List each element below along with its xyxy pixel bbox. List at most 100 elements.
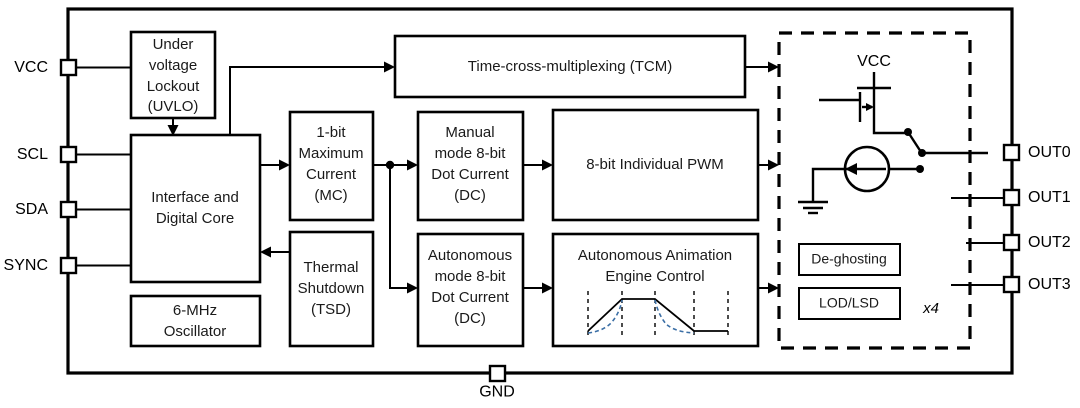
arrow-tsd-to-core (260, 246, 290, 258)
block-manual-dot-current: Manual mode 8-bit Dot Current (DC) (416, 110, 525, 222)
pin-label-gnd: GND (479, 383, 515, 400)
block-manualdc-line-1: mode 8-bit (435, 145, 507, 162)
arrow-animation-to-output (758, 282, 779, 294)
arrow-anim-out-head (768, 282, 779, 294)
arrow-tsd-core-head (260, 246, 271, 258)
wire-core-tcm-path (229, 66, 384, 135)
current-source-right-node (916, 165, 924, 173)
pin-square-out1 (1002, 188, 1021, 207)
block-uvlo-line-3: (UVLO) (148, 98, 199, 115)
pin-square-gnd (488, 364, 507, 383)
arrow-manualdc-in-head (407, 159, 418, 171)
pin-label-vcc: VCC (14, 59, 48, 76)
pin-out1: OUT1 (951, 188, 1071, 207)
pin-square-out3 (1002, 275, 1021, 294)
pin-sda: SDA (15, 200, 131, 219)
pin-label-out1: OUT1 (1028, 189, 1071, 206)
block-animation-line-0: Autonomous Animation (578, 247, 732, 264)
arrow-uvlo-to-core (167, 118, 179, 136)
block-oscillator: 6-MHz Oscillator (129, 294, 262, 348)
block-pwm-rect (551, 108, 760, 222)
block-interface-line-0: Interface and (151, 189, 239, 206)
current-source-arrow-head (845, 163, 857, 175)
output-stage-vcc-label: VCC (857, 53, 891, 70)
mosfet-source-lead (872, 121, 905, 135)
block-autonomous-dot-current: Autonomous mode 8-bit Dot Current (DC) (416, 232, 525, 348)
pin-gnd: GND (479, 364, 515, 400)
pin-scl: SCL (17, 145, 131, 163)
block-max-current: 1-bit Maximum Current (MC) (288, 110, 375, 222)
arrow-autodc-in-head (407, 282, 418, 294)
arrow-pwm-to-output (758, 159, 779, 171)
block-oscillator-rect (129, 294, 262, 348)
pin-square-sda (59, 200, 78, 219)
pin-label-out0: OUT0 (1028, 144, 1071, 161)
pin-out0: OUT0 (970, 143, 1071, 162)
block-interface-rect (129, 133, 262, 284)
block-tsd-line-2: (TSD) (311, 301, 351, 318)
block-deghosting-label: De-ghosting (811, 251, 887, 267)
block-manualdc-line-0: Manual (445, 124, 494, 141)
pin-out2: OUT2 (966, 233, 1071, 252)
pin-square-vcc (59, 58, 78, 77)
pin-label-scl: SCL (17, 146, 48, 163)
pin-out3: OUT3 (951, 275, 1071, 294)
arrow-pwm-out-head (768, 159, 779, 171)
block-individual-pwm: 8-bit Individual PWM (551, 108, 760, 222)
current-source-ground-lead (811, 167, 845, 202)
wire-mc-down-branch (389, 165, 407, 289)
pin-square-sync (59, 256, 78, 275)
arrow-manualdc-pwm-head (542, 159, 553, 171)
block-lod-lsd-label: LOD/LSD (819, 295, 879, 311)
block-uvlo-line-1: voltage (149, 57, 197, 74)
block-tsd-line-1: Shutdown (298, 280, 365, 297)
block-tcm-rect (393, 34, 747, 99)
arrow-tcm-out-head (768, 61, 779, 73)
block-deghosting: De-ghosting (798, 243, 901, 276)
waveform-dashed-rise (587, 299, 623, 334)
pin-square-out0 (1002, 143, 1021, 162)
arrow-tcm-in-head (384, 61, 395, 73)
block-max-current-rect (288, 110, 375, 222)
output-stage-dashed-boundary (777, 31, 972, 350)
block-animation-line-1: Engine Control (605, 268, 704, 285)
block-uvlo-rect (129, 30, 217, 120)
output-stage-multiplier-label: x4 (922, 300, 939, 317)
block-lod-lsd-rect (798, 287, 901, 320)
arrow-uvlo-head (167, 125, 179, 136)
pin-vcc: VCC (14, 58, 131, 77)
wire-mc-fanout (373, 159, 418, 294)
block-mc-line-2: Current (306, 166, 357, 183)
block-autodc-line-1: mode 8-bit (435, 268, 507, 285)
block-animation-engine: Autonomous Animation Engine Control (551, 232, 760, 348)
block-tcm-line-0: Time-cross-multiplexing (TCM) (468, 58, 672, 75)
arrow-manualdc-to-pwm (523, 159, 553, 171)
pin-label-out2: OUT2 (1028, 234, 1071, 251)
waveform-solid-trace (587, 298, 728, 332)
block-oscillator-line-1: Oscillator (164, 323, 227, 340)
arrow-core-to-mc (260, 159, 290, 171)
block-deghosting-rect (798, 243, 901, 276)
block-autodc-line-0: Autonomous (428, 247, 512, 264)
pin-label-sda: SDA (15, 201, 48, 218)
block-thermal-shutdown: Thermal Shutdown (TSD) (288, 230, 375, 348)
pin-label-out3: OUT3 (1028, 276, 1071, 293)
block-manual-dc-rect (416, 110, 525, 222)
waveform-dashed-fall (654, 299, 695, 334)
pin-square-out2 (1002, 233, 1021, 252)
block-interface-digital-core: Interface and Digital Core (129, 133, 262, 284)
block-uvlo: Under voltage Lockout (UVLO) (129, 30, 217, 120)
block-animation-rect (551, 232, 760, 348)
block-pwm-line-0: 8-bit Individual PWM (586, 156, 724, 173)
arrow-autodc-to-animation (523, 282, 553, 294)
block-tsd-rect (288, 230, 375, 348)
block-autodc-line-3: (DC) (454, 310, 486, 327)
animation-waveform (587, 291, 729, 335)
block-auto-dc-rect (416, 232, 525, 348)
block-mc-line-3: (MC) (314, 187, 347, 204)
block-mc-line-1: Maximum (298, 145, 363, 162)
wire-core-to-tcm (229, 61, 395, 135)
block-oscillator-line-0: 6-MHz (173, 302, 217, 319)
